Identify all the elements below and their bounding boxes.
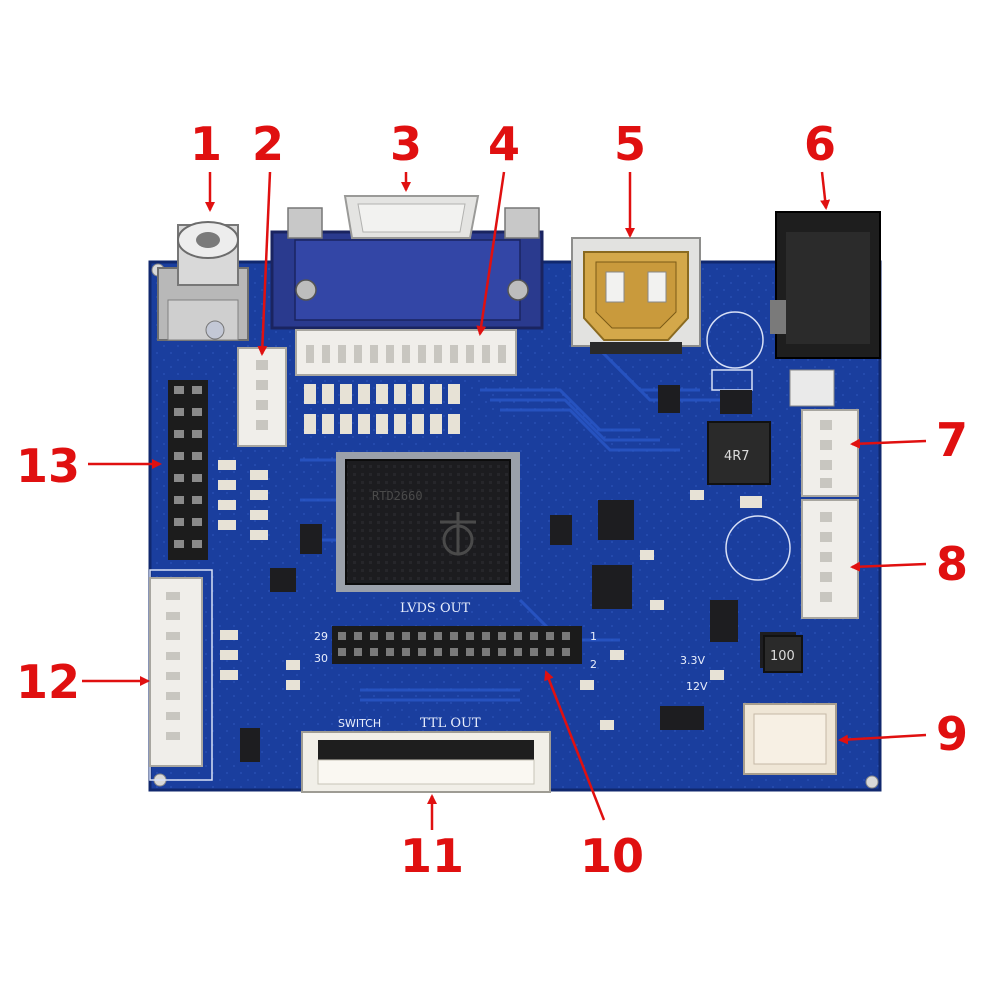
header-pin — [434, 632, 442, 640]
switch-label: SWITCH — [338, 717, 381, 730]
callout-8: 8 — [936, 537, 968, 591]
arrow-7 — [850, 438, 927, 449]
header-pin — [466, 648, 474, 656]
resistor-array — [218, 384, 762, 730]
callout-6: 6 — [804, 117, 836, 171]
callout-12: 12 — [16, 655, 80, 709]
arrow-2 — [257, 171, 272, 356]
callout-3: 3 — [390, 117, 422, 171]
callout-1: 1 — [190, 117, 222, 171]
fpc-connector-11 — [301, 731, 551, 793]
header-pin — [354, 632, 362, 640]
header-pin — [370, 632, 378, 640]
arrow-8 — [850, 561, 927, 572]
callout-2: 2 — [252, 117, 284, 171]
callout-arrows — [82, 171, 927, 830]
callout-5: 5 — [614, 117, 646, 171]
pin-header-13 — [168, 380, 208, 560]
header-pin — [466, 632, 474, 640]
chip-marking: RTD2660 — [372, 489, 423, 503]
pin-29-label: 29 — [314, 630, 328, 643]
header-connector-7 — [801, 409, 859, 497]
header-pin — [514, 632, 522, 640]
chip-logo-icon — [440, 512, 476, 556]
inductor-100: 100 — [763, 635, 803, 673]
header-pin — [418, 648, 426, 656]
callout-7: 7 — [936, 413, 968, 467]
arrow-10 — [544, 670, 606, 821]
header-connector-8 — [801, 499, 859, 619]
pin-header-10 — [332, 626, 582, 664]
dc-jack-icon — [770, 211, 881, 407]
header-pin — [354, 648, 362, 656]
header-pin — [562, 648, 570, 656]
arrow-9 — [838, 733, 927, 745]
pin-1-label: 1 — [590, 630, 597, 643]
header-pin — [402, 632, 410, 640]
header-pin — [498, 632, 506, 640]
header-connector-9 — [743, 703, 837, 775]
callout-9: 9 — [936, 707, 968, 761]
rca-jack-icon — [157, 221, 249, 341]
hdmi-port-icon — [571, 237, 701, 354]
header-pin — [386, 648, 394, 656]
header-pin — [514, 648, 522, 656]
header-pin — [402, 648, 410, 656]
pin-30-label: 30 — [314, 652, 328, 665]
svg-text:100: 100 — [770, 649, 795, 664]
arrow-4 — [476, 171, 506, 336]
header-connector-2 — [237, 347, 287, 447]
header-pin — [386, 632, 394, 640]
header-pin — [530, 648, 538, 656]
callout-10: 10 — [580, 829, 644, 883]
arrow-6 — [820, 171, 831, 210]
header-pin — [562, 632, 570, 640]
small-components — [240, 385, 796, 762]
header-pin — [546, 648, 554, 656]
header-pin — [338, 632, 346, 640]
header-pin — [530, 632, 538, 640]
inductor-4r7: 4R7 — [707, 421, 771, 485]
header-pin — [418, 632, 426, 640]
lvds-out-label: LVDS OUT — [400, 601, 471, 616]
header-connector-12 — [149, 577, 203, 767]
vga-connector-icon — [270, 195, 544, 330]
callout-11: 11 — [400, 829, 464, 883]
header-pin — [450, 632, 458, 640]
header-pin — [498, 648, 506, 656]
callout-4: 4 — [488, 117, 520, 171]
main-chip: RTD2660 — [336, 452, 520, 592]
voltage-3v3-label: 3.3V — [680, 654, 705, 667]
pin-2-label: 2 — [590, 658, 597, 671]
header-pin — [482, 648, 490, 656]
header-pin — [370, 648, 378, 656]
header-connector-4 — [295, 329, 517, 376]
header-pin — [482, 632, 490, 640]
header-pin — [434, 648, 442, 656]
callout-13: 13 — [16, 439, 80, 493]
svg-text:4R7: 4R7 — [724, 449, 750, 464]
callout-labels: 1 2 3 4 5 6 7 8 9 10 11 12 13 — [16, 117, 968, 883]
header-pin — [450, 648, 458, 656]
ttl-out-label: TTL OUT — [420, 716, 481, 731]
header-pin — [338, 648, 346, 656]
voltage-12v-label: 12V — [686, 680, 708, 693]
header-pin — [546, 632, 554, 640]
